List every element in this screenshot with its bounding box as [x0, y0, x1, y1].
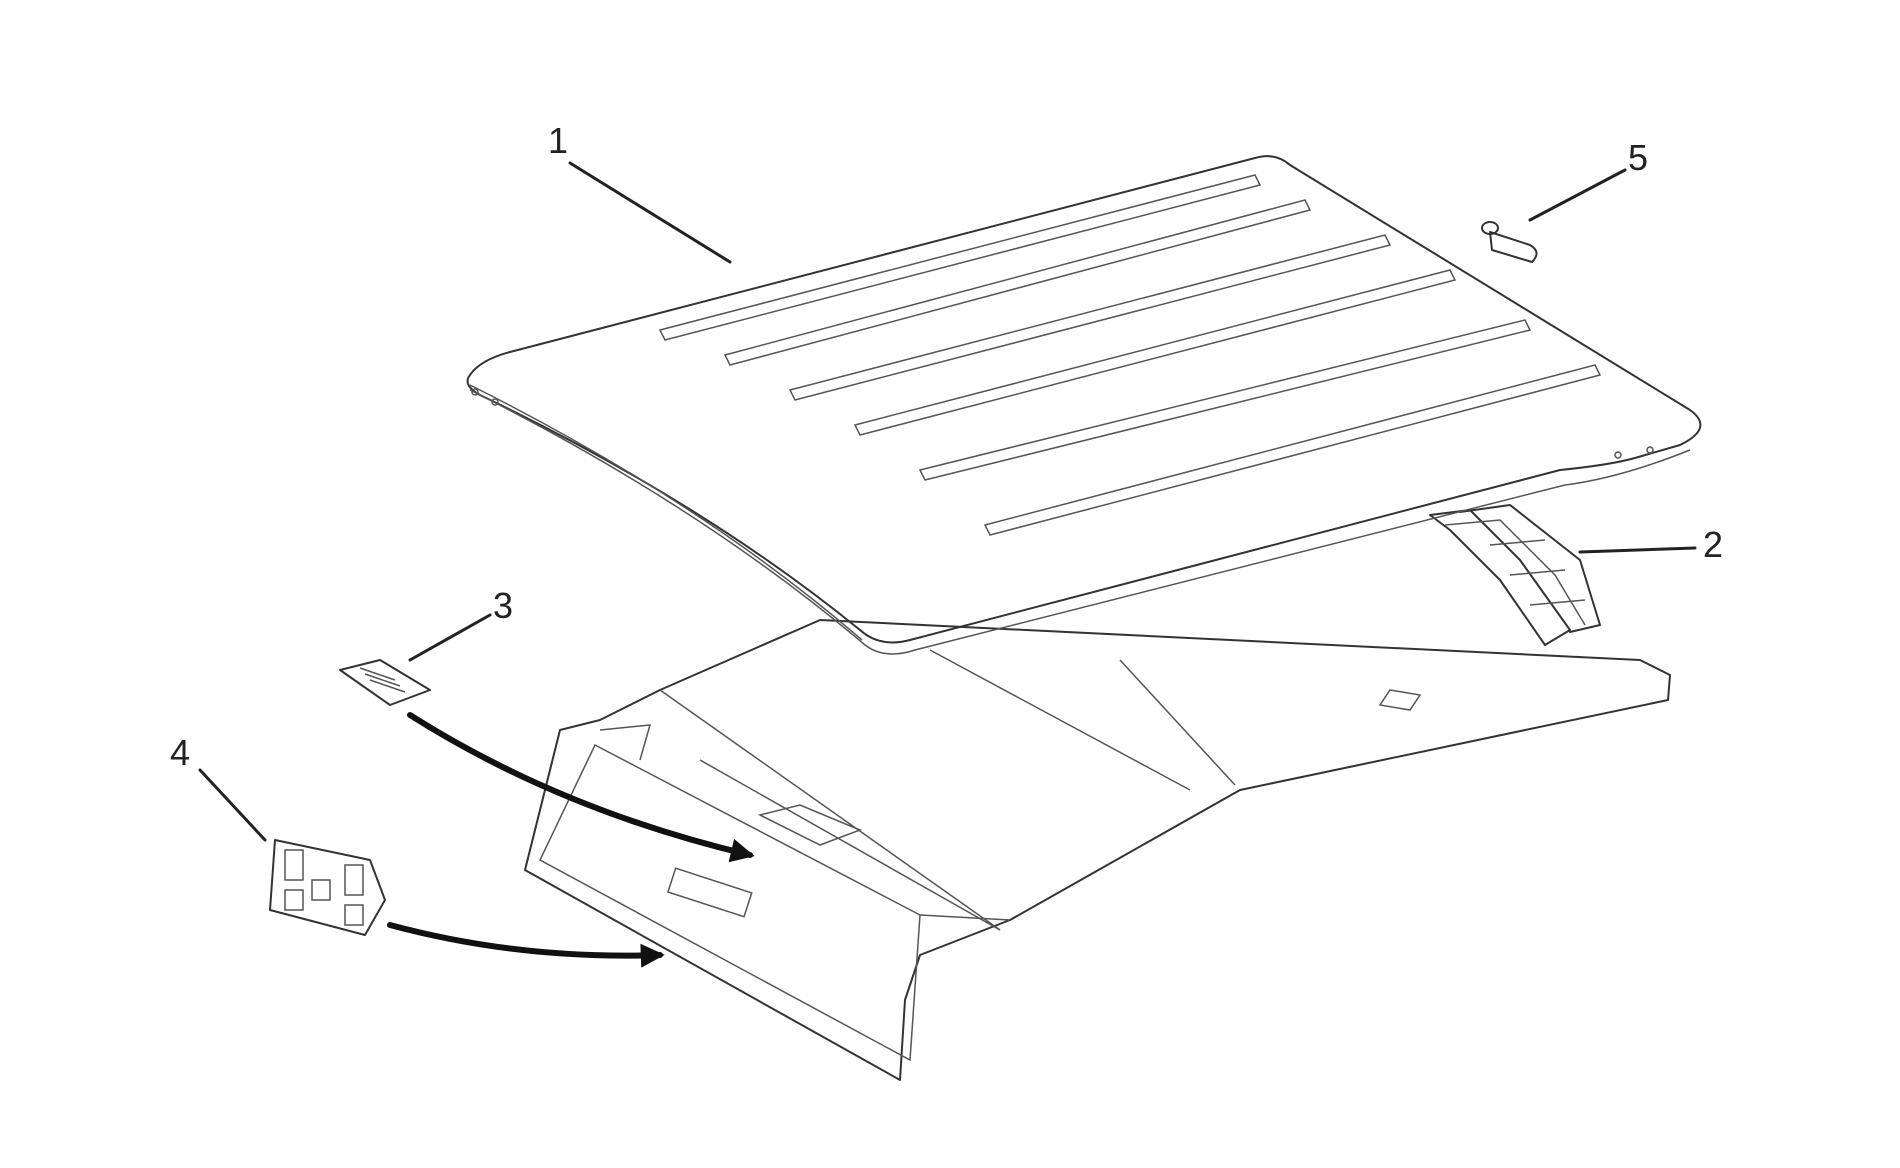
- callout-3: 3: [493, 585, 513, 626]
- callout-1: 1: [548, 120, 568, 161]
- headliner-panel: [524, 619, 1671, 1081]
- callout-4: 4: [170, 732, 190, 773]
- callout-2: 2: [1703, 524, 1723, 565]
- leader-line-1: [568, 161, 732, 264]
- clip: [339, 659, 431, 706]
- roof-ribs: [658, 174, 1602, 536]
- latch-install-arrow: [387, 922, 665, 968]
- leader-line-4: [198, 768, 267, 842]
- leader-line-2: [1578, 546, 1697, 554]
- clip-install-arrow: [407, 712, 755, 863]
- roof-panel: [466, 155, 1702, 655]
- callout-5: 5: [1628, 137, 1648, 178]
- leader-line-3: [408, 613, 492, 662]
- latch: [269, 839, 386, 936]
- leader-line-5: [1528, 168, 1627, 222]
- roof-bracket: [1429, 504, 1601, 646]
- plug: [1481, 221, 1538, 263]
